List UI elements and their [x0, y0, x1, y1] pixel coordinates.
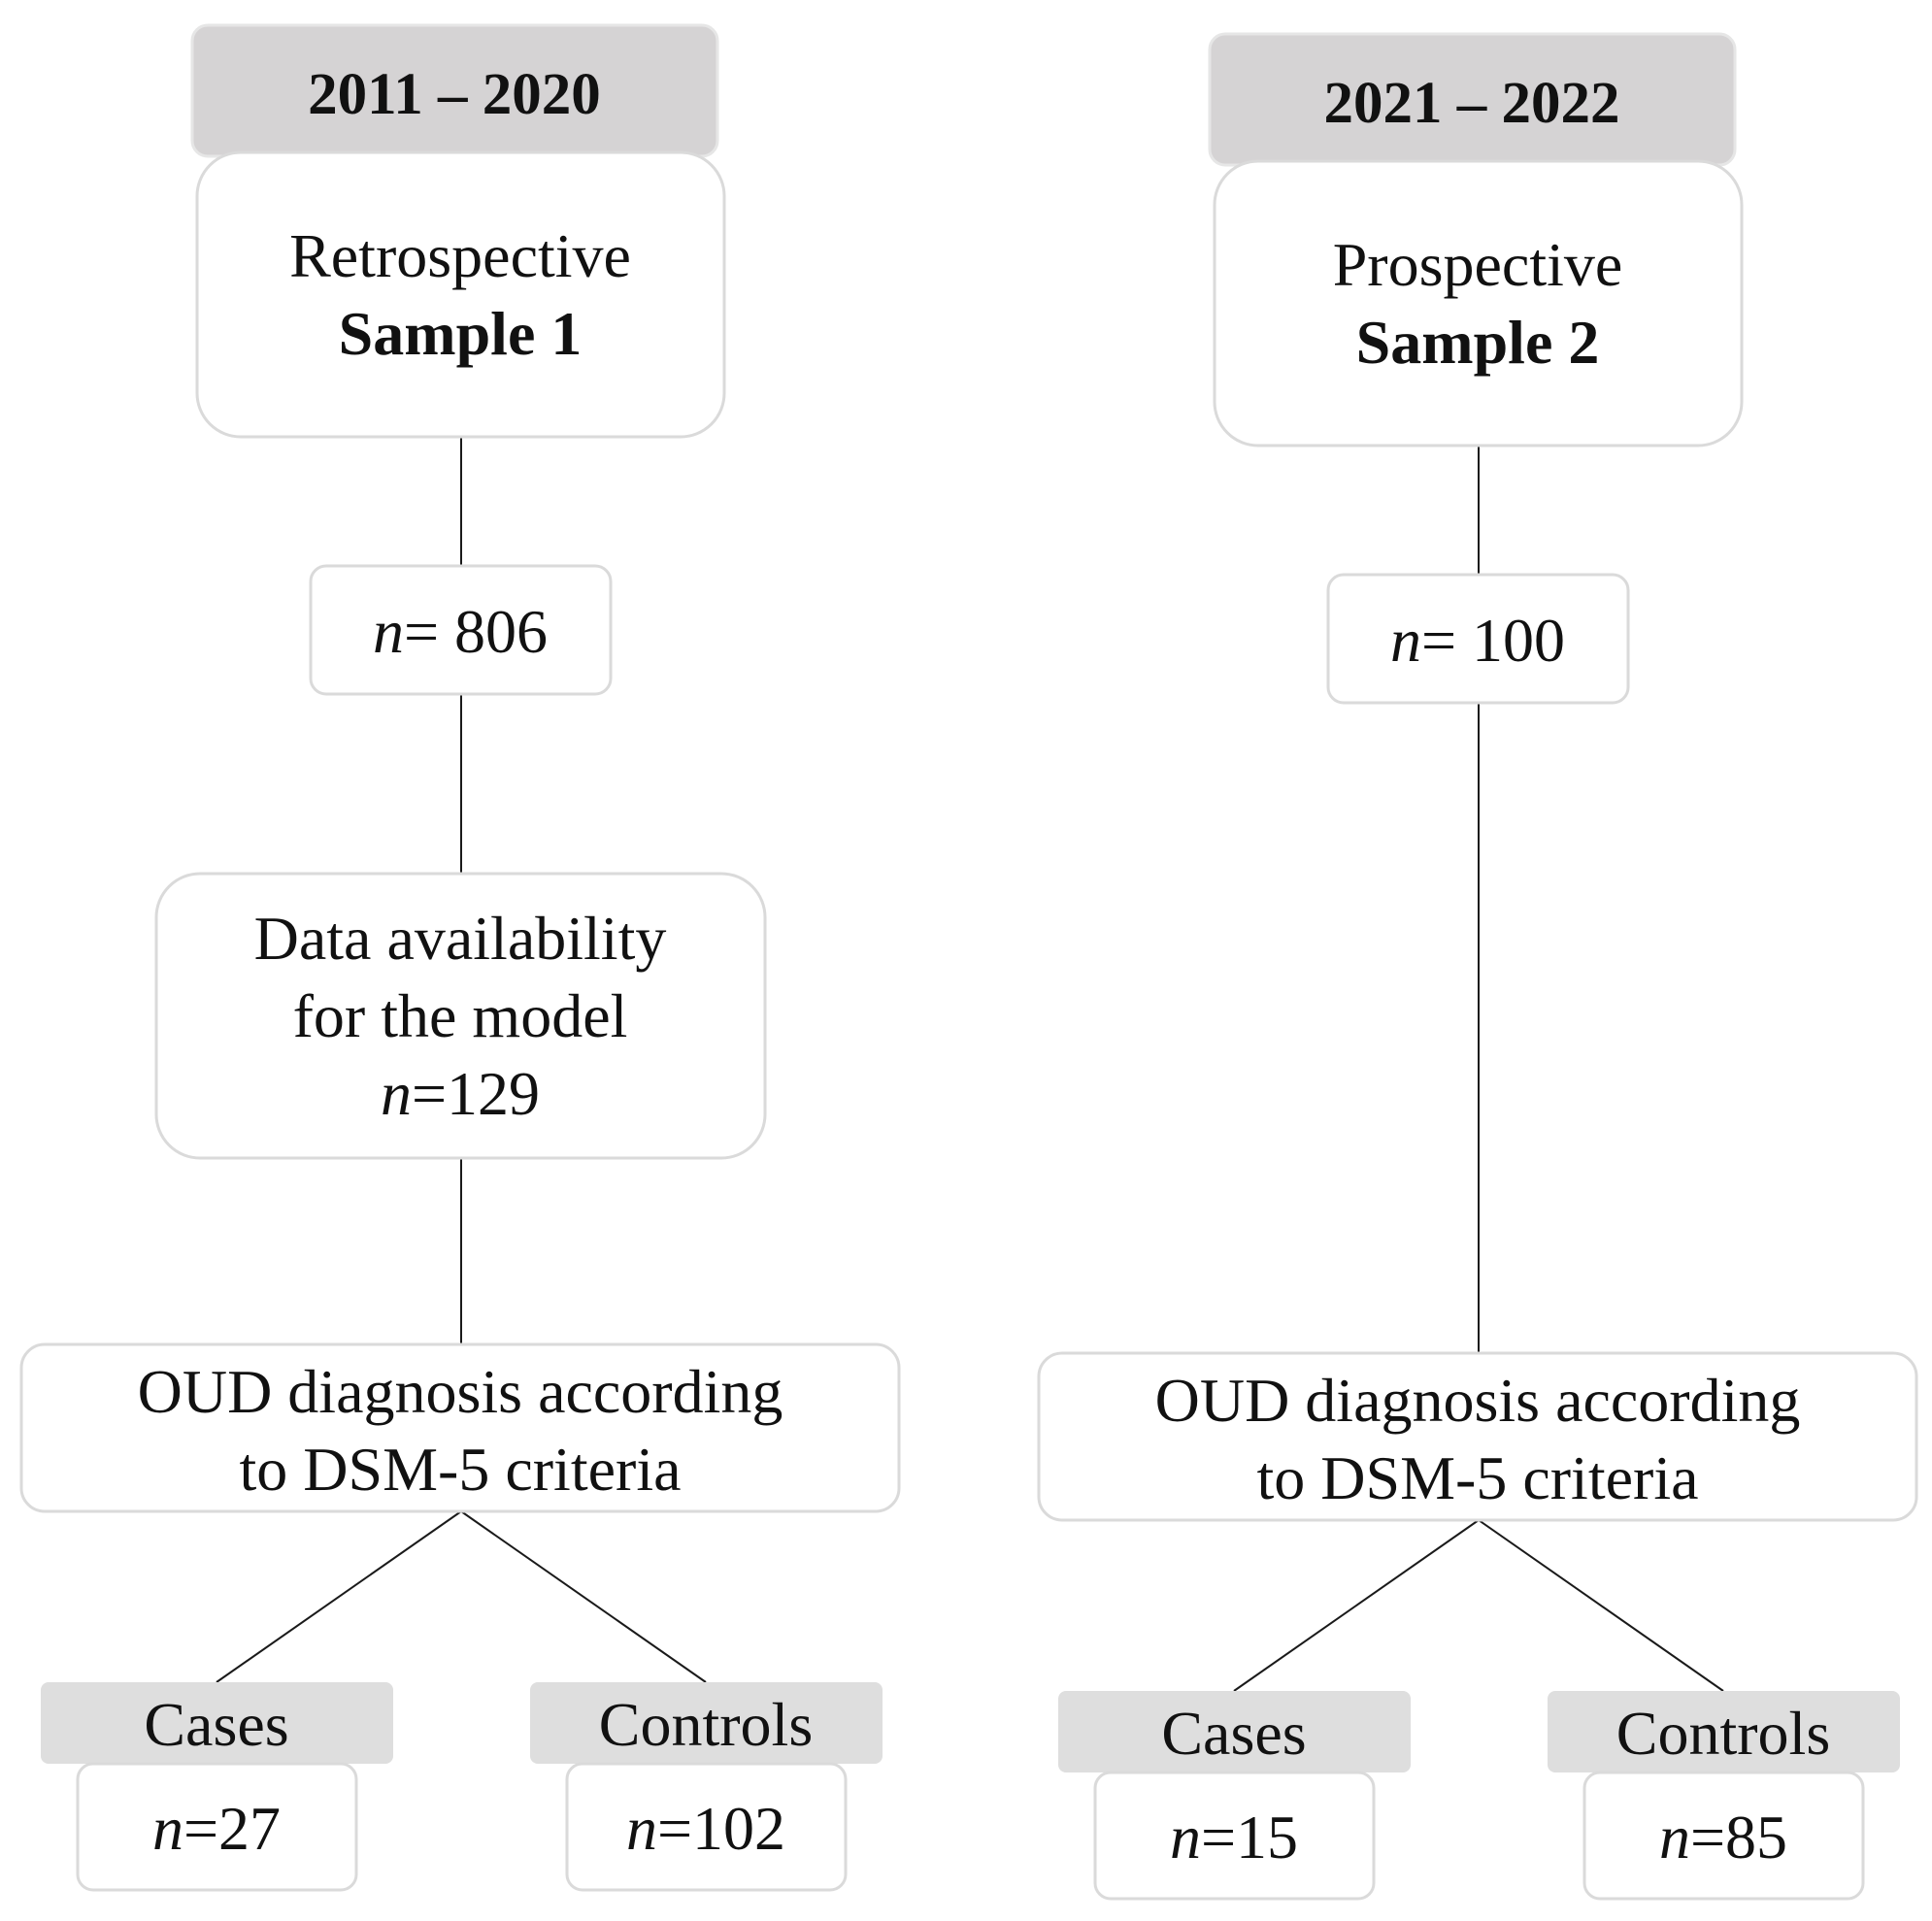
- n-symbol: n: [626, 1794, 657, 1863]
- sample-box: [195, 150, 726, 439]
- n-value: = 100: [1421, 606, 1565, 675]
- data-availability-n: n=129: [381, 1059, 540, 1128]
- data-availability-line1: Data availability: [254, 904, 667, 973]
- controls-count: n=85: [1659, 1803, 1787, 1871]
- sample-name-label: Sample 1: [339, 299, 583, 368]
- controls-count-box: [1582, 1771, 1865, 1901]
- connector-line: [1478, 1519, 1724, 1692]
- diagnosis-box: [19, 1342, 901, 1513]
- cases-label-box: [1058, 1691, 1411, 1772]
- cases-count-box: [1093, 1771, 1376, 1901]
- sample-name-label: Sample 2: [1356, 308, 1600, 377]
- controls-count: n=102: [626, 1794, 785, 1863]
- n-value: =102: [657, 1794, 785, 1863]
- n-symbol: n: [373, 597, 404, 666]
- diagnosis-line1: OUD diagnosis according: [1155, 1366, 1801, 1435]
- n-value: =15: [1201, 1803, 1298, 1871]
- cases-count: n=27: [152, 1794, 281, 1863]
- n-symbol: n: [152, 1794, 183, 1863]
- sample-1-branch: 2011 – 2020 Retrospective Sample 1 n= 80…: [19, 23, 901, 1892]
- n-symbol: n: [1390, 606, 1421, 675]
- controls-label-box: [530, 1682, 883, 1764]
- sample-2-branch: 2021 – 2022 Prospective Sample 2 n= 100 …: [1037, 32, 1918, 1901]
- period-header-label: 2021 – 2022: [1324, 71, 1620, 136]
- data-availability-box: [154, 872, 767, 1160]
- connector-line: [216, 1510, 462, 1683]
- sample-size-label: n= 100: [1390, 606, 1565, 675]
- sample-size-label: n= 806: [373, 597, 548, 666]
- controls-label: Controls: [1616, 1699, 1830, 1768]
- diagnosis-line2: to DSM-5 criteria: [240, 1435, 682, 1504]
- diagnosis-box: [1037, 1351, 1918, 1522]
- sample-size-box: [1326, 573, 1630, 705]
- sample-box: [1213, 159, 1744, 447]
- controls-label-box: [1548, 1691, 1900, 1772]
- diagnosis-line1: OUD diagnosis according: [138, 1357, 783, 1426]
- period-header-label: 2011 – 2020: [308, 62, 601, 127]
- n-value: =85: [1690, 1803, 1787, 1871]
- study-design-label: Prospective: [1333, 230, 1623, 299]
- n-symbol: n: [1659, 1803, 1690, 1871]
- study-design-label: Retrospective: [289, 221, 631, 290]
- cases-count: n=15: [1170, 1803, 1298, 1871]
- connector-line: [1233, 1519, 1480, 1692]
- n-symbol: n: [381, 1059, 412, 1128]
- n-value: =27: [183, 1794, 281, 1863]
- controls-count-box: [565, 1762, 848, 1892]
- n-symbol: n: [1170, 1803, 1201, 1871]
- cases-label: Cases: [1161, 1699, 1306, 1768]
- sample-size-box: [309, 564, 613, 696]
- n-value: =129: [412, 1059, 540, 1128]
- n-value: = 806: [404, 597, 548, 666]
- cases-count-box: [76, 1762, 358, 1892]
- cases-label-box: [41, 1682, 393, 1764]
- controls-label: Controls: [599, 1690, 813, 1759]
- diagnosis-line2: to DSM-5 criteria: [1257, 1443, 1699, 1512]
- cases-label: Cases: [144, 1690, 288, 1759]
- data-availability-line2: for the model: [293, 981, 628, 1050]
- connector-line: [460, 1510, 707, 1683]
